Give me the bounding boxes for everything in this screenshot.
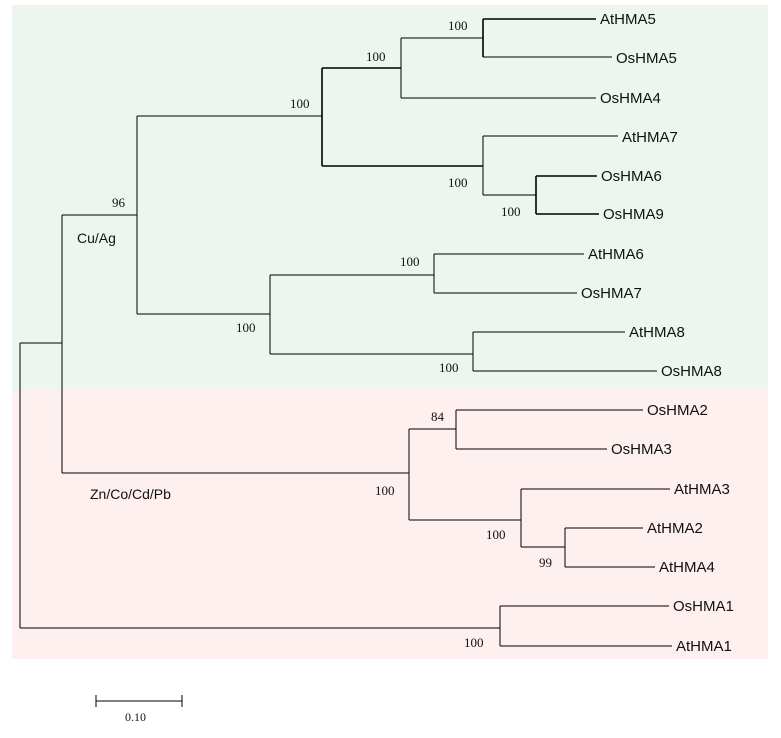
branch-root [19, 342, 500, 629]
leaf-athma2: AtHMA2 [647, 520, 703, 537]
bootstrap-value: 100 [400, 254, 420, 269]
tree-branches [19, 18, 672, 647]
branch-hma5-4-group [321, 67, 483, 167]
leaf-oshma2: OsHMA2 [647, 402, 708, 419]
scale-bar-line [95, 695, 183, 707]
branch-hma5-pair [482, 18, 596, 57]
bootstrap-value: 100 [486, 527, 506, 542]
leaf-oshma4: OsHMA4 [600, 90, 661, 107]
branch-zn [408, 428, 521, 521]
branch-hma2-4-pair [564, 527, 655, 568]
bootstrap-value: 100 [448, 175, 468, 190]
group-label-zn: Zn/Co/Cd/Pb [90, 486, 171, 502]
cu-ag-clade-background [12, 5, 768, 390]
branch-hma6-9-pair [535, 175, 599, 215]
branch-hma1-pair [499, 605, 672, 647]
branch-hma7-6-9 [482, 135, 618, 196]
leaf-oshma5: OsHMA5 [616, 50, 677, 67]
scale-bar-label: 0.10 [125, 710, 146, 724]
leaf-oshma7: OsHMA7 [581, 285, 642, 302]
bootstrap-value: 100 [439, 360, 459, 375]
bootstrap-value: 100 [464, 635, 484, 650]
branch-hma3-2-4 [520, 488, 670, 548]
leaf-oshma1: OsHMA1 [673, 598, 734, 615]
bootstrap-value: 100 [236, 320, 256, 335]
bootstrap-values: 100 100 100 100 100 96 100 100 100 84 10… [112, 18, 552, 650]
leaf-athma4: AtHMA4 [659, 559, 715, 576]
bootstrap-value: 100 [448, 18, 468, 33]
leaf-oshma9: OsHMA9 [603, 206, 664, 223]
branch-hma5-4 [400, 37, 596, 99]
bootstrap-value: 100 [366, 49, 386, 64]
branch-hma8-pair [472, 331, 657, 372]
branch-main-split [61, 214, 409, 474]
bootstrap-value: 84 [431, 409, 445, 424]
leaf-oshma3: OsHMA3 [611, 441, 672, 458]
leaf-oshma8: OsHMA8 [661, 363, 722, 380]
bootstrap-value: 99 [539, 555, 552, 570]
zn-clade-background [12, 390, 768, 659]
group-label-cu-ag: Cu/Ag [77, 230, 116, 246]
leaf-athma3: AtHMA3 [674, 481, 730, 498]
leaf-athma5: AtHMA5 [600, 11, 656, 28]
bootstrap-value: 96 [112, 195, 126, 210]
leaf-athma1: AtHMA1 [676, 638, 732, 655]
leaf-oshma6: OsHMA6 [601, 168, 662, 185]
leaf-athma6: AtHMA6 [588, 246, 644, 263]
leaf-athma8: AtHMA8 [629, 324, 685, 341]
branch-hma6-7-8 [269, 274, 473, 355]
leaf-labels: AtHMA5 OsHMA5 OsHMA4 AtHMA7 OsHMA6 OsHMA… [581, 11, 734, 655]
bootstrap-value: 100 [290, 96, 310, 111]
scale-bar: 0.10 [95, 695, 183, 724]
bootstrap-value: 100 [375, 483, 395, 498]
branch-hma6-7-pair [433, 253, 584, 294]
leaf-athma7: AtHMA7 [622, 129, 678, 146]
bootstrap-value: 100 [501, 204, 521, 219]
branch-hma2-3-pair [455, 409, 643, 450]
branch-cu-ag [136, 115, 322, 315]
